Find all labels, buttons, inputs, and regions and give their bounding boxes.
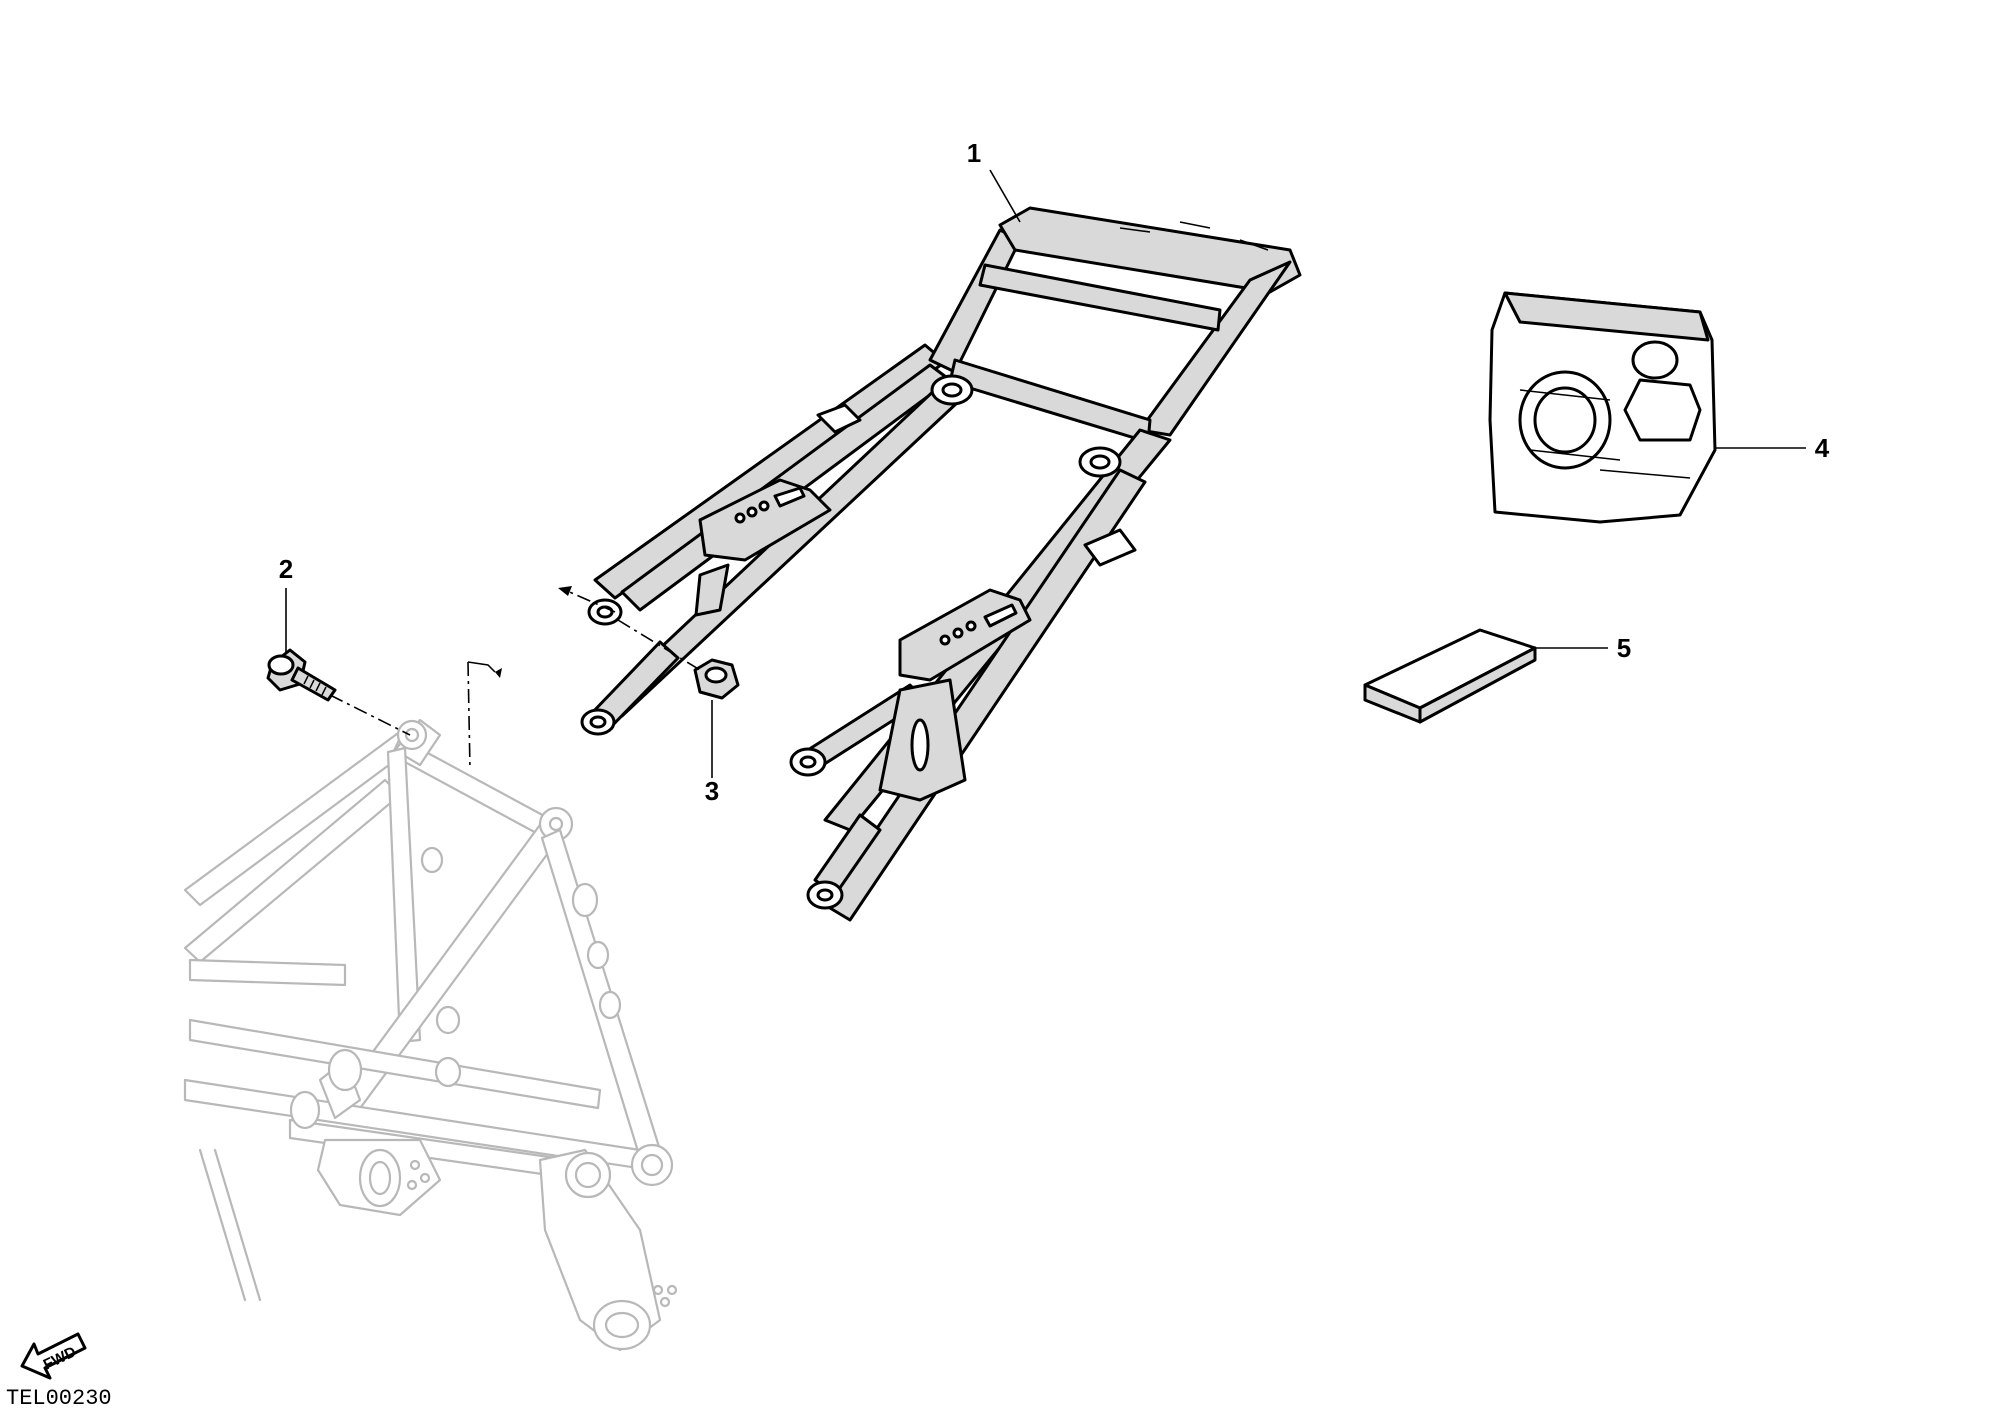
manual-booklet-part xyxy=(1363,628,1537,724)
callout-labels: 1 2 3 4 5 xyxy=(279,138,1830,806)
screw-part xyxy=(266,648,337,702)
callout-leaders xyxy=(285,169,1806,778)
callout-5: 5 xyxy=(1617,633,1631,663)
callout-3: 3 xyxy=(705,776,719,806)
callout-2: 2 xyxy=(279,554,293,584)
forward-arrow-icon: FWD xyxy=(20,1332,87,1380)
main-frame-ghost xyxy=(183,718,678,1352)
leader-1 xyxy=(989,169,1021,223)
drawing-code: TEL00230 xyxy=(6,1386,112,1410)
assembly-lines xyxy=(329,586,701,771)
callout-4: 4 xyxy=(1815,433,1830,463)
tail-light-part xyxy=(1488,291,1717,524)
nut-part xyxy=(693,658,740,700)
rear-subframe-part xyxy=(580,206,1302,922)
callout-1: 1 xyxy=(967,138,981,168)
